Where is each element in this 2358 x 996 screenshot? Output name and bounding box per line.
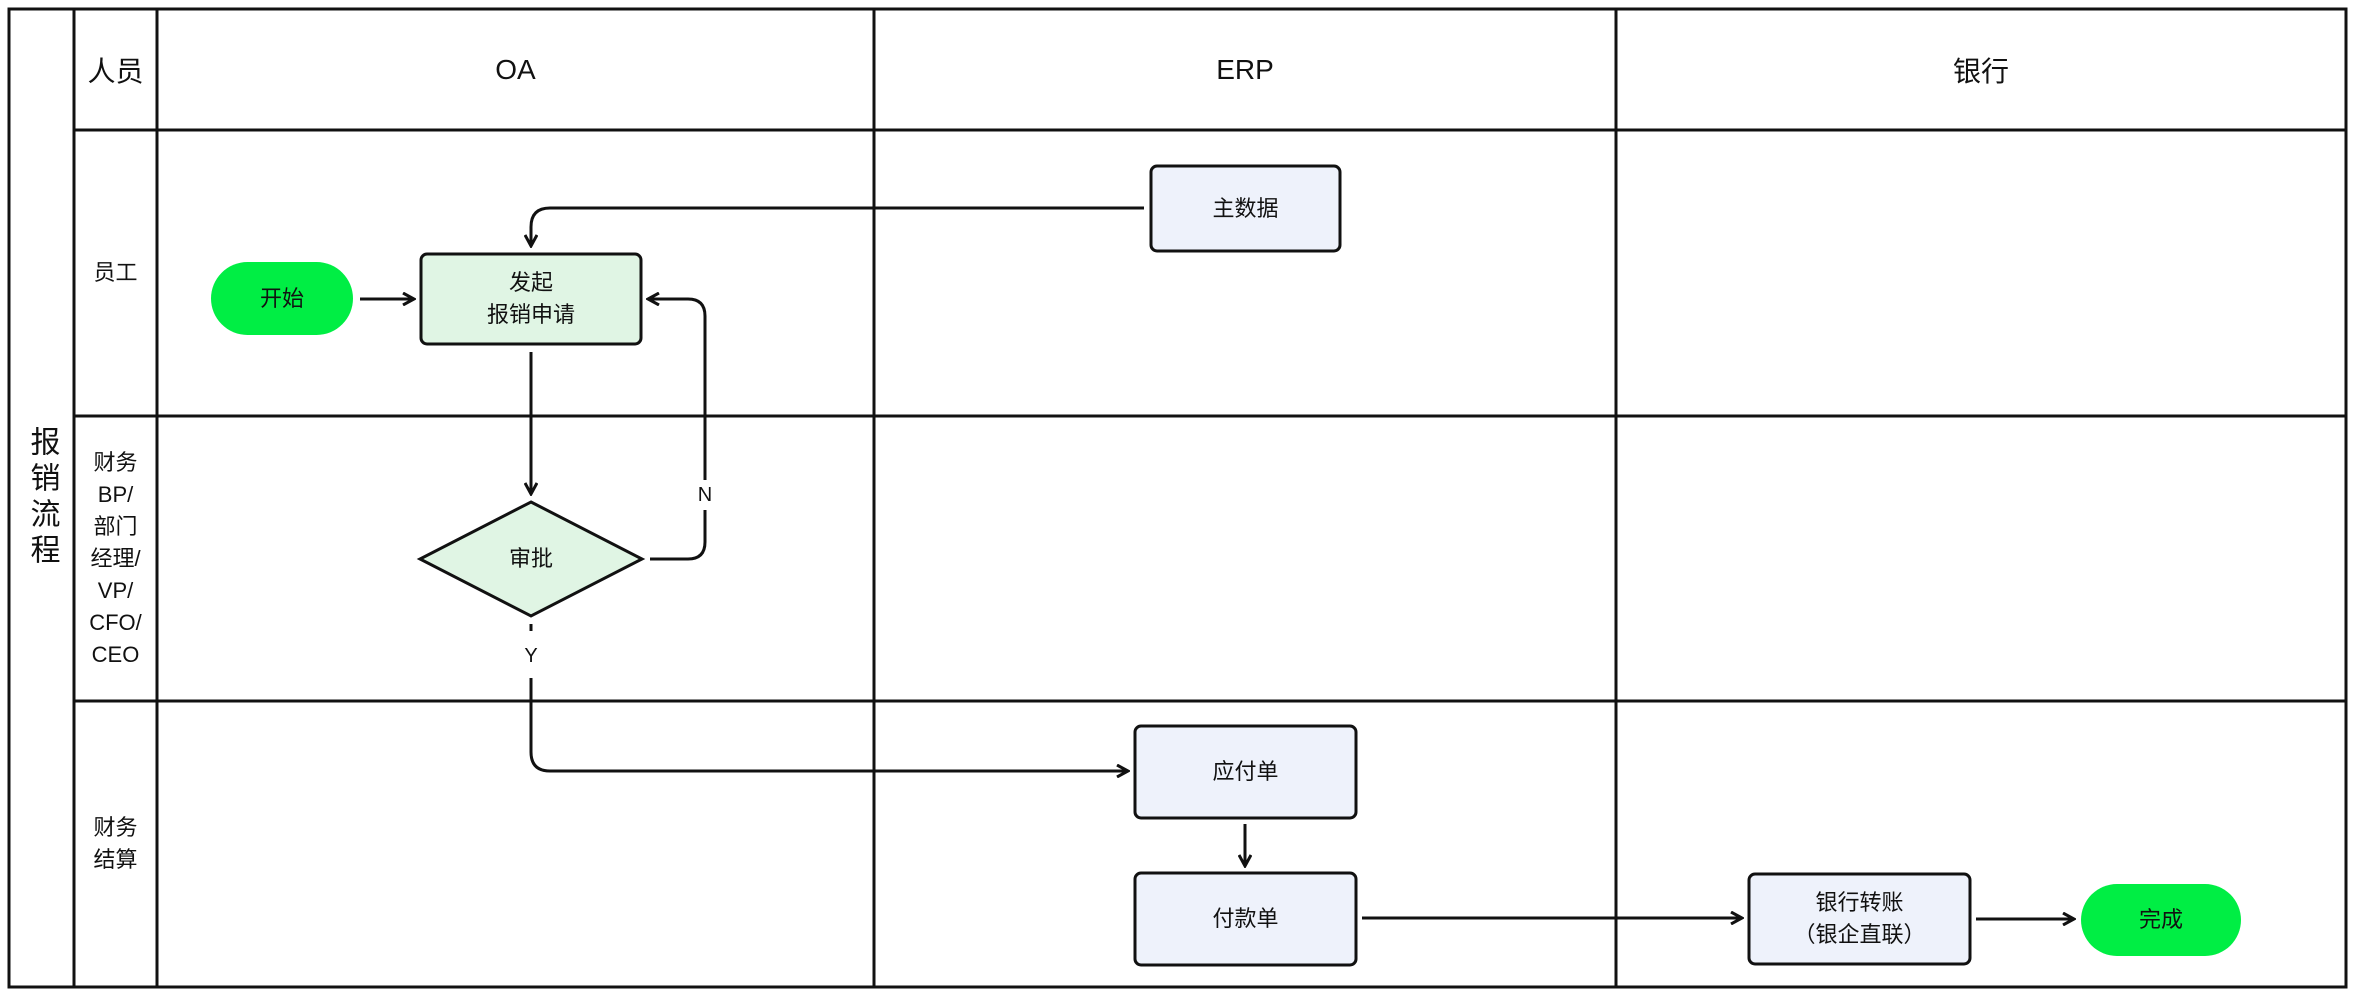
column-header-bank: 银行 [1952,55,2009,87]
column-header-oa: OA [495,53,536,85]
bank-transfer-label: 银行转账 （银企直联） [1793,890,1926,947]
start-label: 开始 [259,285,304,311]
approve-diamond [416,500,646,618]
row-label-settlement: 财务 结算 [93,815,138,872]
payment-label: 付款单 [1212,906,1279,931]
approve-label: 审批 [508,546,553,571]
row-label-approvers: 财务 BP/ 部门 经理/ VP/ CFO/ CEO [89,449,142,667]
flow-edges [360,206,2074,919]
swimlane-grid [7,7,2348,989]
row-label-employee: 员工 [93,260,138,285]
edge-label-no: N [690,480,720,510]
payment-node [1133,871,1358,967]
swimlane-title: 报销流程 [25,426,59,570]
bank-transfer-node [1747,872,1972,966]
finish-label: 完成 [2138,907,2183,932]
master-data-label: 主数据 [1212,195,1279,221]
finish-terminal [2081,884,2241,956]
payable-label: 应付单 [1212,759,1279,784]
corner-header: 人员 [87,55,144,87]
master-data-node [1149,164,1342,253]
submit-node [419,252,643,346]
edge-label-yes: Y [516,641,546,671]
column-header-erp: ERP [1216,53,1274,85]
edge-approve-yes [529,624,1128,771]
start-terminal [211,262,353,335]
edge-approve-no [648,299,707,561]
submit-label: 发起 报销申请 [486,270,575,327]
edge-master-submit [531,206,1144,246]
